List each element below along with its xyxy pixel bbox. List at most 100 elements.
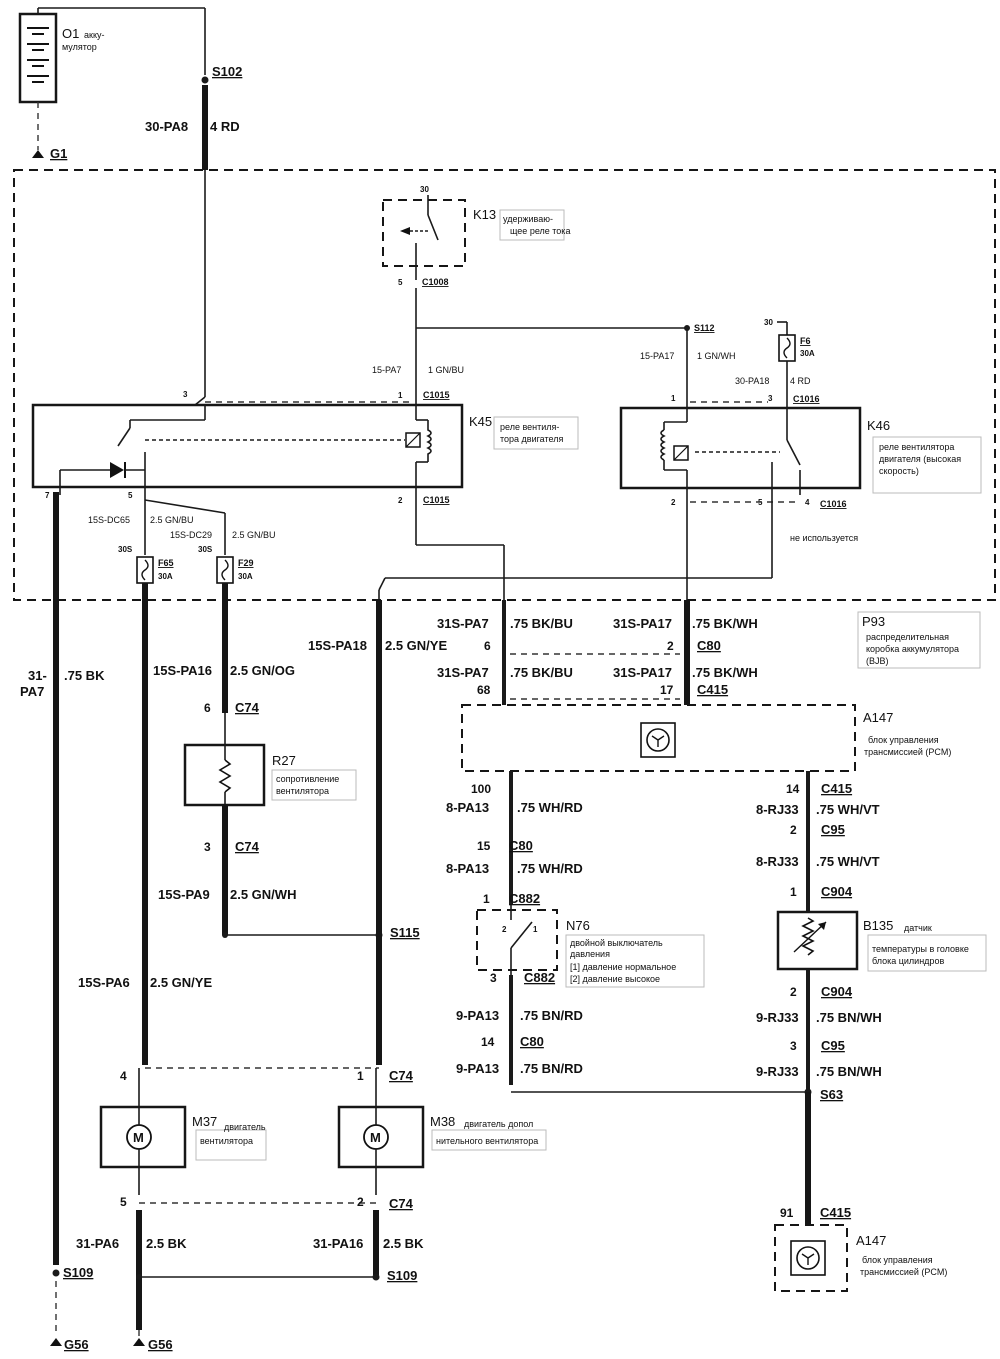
note-unused: не используется bbox=[790, 533, 858, 543]
n76-desc: двойной выключатель bbox=[570, 938, 663, 948]
wire-pa13-b-code: 8-PA13 bbox=[446, 861, 489, 876]
wire-pa6-spec: 2.5 GN/YE bbox=[150, 975, 212, 990]
node-s102: S102 bbox=[212, 64, 242, 79]
n76-desc: [1] давление нормальное bbox=[570, 962, 676, 972]
wire-pa13-b-spec: .75 WH/RD bbox=[517, 861, 583, 876]
wire-k46-coil-code: 15-PA17 bbox=[640, 351, 674, 361]
a147-bottom-desc: трансмиссией (PCM) bbox=[860, 1267, 947, 1277]
pin-68: 68 bbox=[477, 683, 491, 697]
conn-c74-d: C74 bbox=[389, 1196, 414, 1211]
conn-c80-c: C80 bbox=[520, 1034, 544, 1049]
conn-c74-a: C74 bbox=[235, 700, 260, 715]
n76-sw-2: 2 bbox=[502, 925, 507, 934]
a147-bottom-id: A147 bbox=[856, 1233, 886, 1248]
conn-c415-c: C415 bbox=[820, 1205, 851, 1220]
ground-symbol bbox=[133, 1338, 145, 1346]
wire-pa13-d-code: 9-PA13 bbox=[456, 1061, 499, 1076]
f65-id: F65 bbox=[158, 558, 174, 568]
conn-c1015-b: C1015 bbox=[423, 495, 450, 505]
c80-pin-15: 15 bbox=[477, 839, 491, 853]
m38-pin-1: 1 bbox=[357, 1069, 364, 1083]
k45-pin-3: 3 bbox=[183, 390, 188, 399]
c882-pin-3: 3 bbox=[490, 971, 497, 985]
battery-desc: мулятор bbox=[62, 42, 97, 52]
c95-pin-2: 2 bbox=[790, 823, 797, 837]
b135-desc: блока цилиндров bbox=[872, 956, 944, 966]
conn-c1016-a: C1016 bbox=[793, 394, 820, 404]
b135-desc: температуры в головке bbox=[872, 944, 969, 954]
wire-pa17-top-spec: .75 BK/WH bbox=[692, 616, 758, 631]
wire-pa18-spec: 2.5 GN/YE bbox=[385, 638, 447, 653]
pcm-pin-91: 91 bbox=[780, 1206, 794, 1220]
c904-pin-2: 2 bbox=[790, 985, 797, 999]
wire-rj33-b-spec: .75 WH/VT bbox=[816, 854, 880, 869]
battery-o1: O1 акку- мулятор G1 bbox=[18, 7, 205, 161]
conn-c882-b: C882 bbox=[524, 970, 555, 985]
wire-m37-gnd-code: 31-PA6 bbox=[76, 1236, 119, 1251]
pin-6: 6 bbox=[484, 639, 491, 653]
k46-pin-1: 1 bbox=[671, 394, 676, 403]
wire-pa16-code: 15S-PA16 bbox=[153, 663, 212, 678]
m38-pin-2: 2 bbox=[357, 1195, 364, 1209]
f6-pin: 30 bbox=[764, 318, 773, 327]
switch-n76: 2 1 N76 двойной выключатель давления [1]… bbox=[476, 905, 705, 988]
wire-pa7-bot-code: 31S-PA7 bbox=[437, 665, 489, 680]
relay-k45: 3 1 C1015 K45 реле вентиля- тора двигате… bbox=[31, 390, 579, 505]
battery-desc: акку- bbox=[84, 30, 104, 40]
node-g56-right: G56 bbox=[148, 1337, 173, 1352]
wire-rj33-a-code: 8-RJ33 bbox=[756, 802, 799, 817]
wire-m38-gnd-code: 31-PA16 bbox=[313, 1236, 363, 1251]
wire-pa7-top-spec: .75 BK/BU bbox=[510, 616, 573, 631]
k46-desc: скорость) bbox=[879, 466, 919, 476]
b135-id: B135 bbox=[863, 918, 893, 933]
c80-pin-14: 14 bbox=[481, 1035, 495, 1049]
k46-pin-2: 2 bbox=[671, 498, 676, 507]
m37-desc: вентилятора bbox=[200, 1136, 253, 1146]
conn-c415-a: C415 bbox=[697, 682, 728, 697]
k13-desc: удерживаю- bbox=[503, 214, 553, 224]
c74-pin-3: 3 bbox=[204, 840, 211, 854]
wire-k45-coil-spec: 1 GN/BU bbox=[428, 365, 464, 375]
wire-bat-code: 30-PA8 bbox=[145, 119, 188, 134]
m38-id: M38 bbox=[430, 1114, 455, 1129]
battery-id: O1 bbox=[62, 26, 79, 41]
wire-pa17-top-code: 31S-PA17 bbox=[613, 616, 672, 631]
k46-desc: реле вентилятора bbox=[879, 442, 954, 452]
r27-desc: вентилятора bbox=[276, 786, 329, 796]
resistor-r27: R27 сопротивление вентилятора bbox=[183, 713, 357, 807]
p93-desc: распределительная bbox=[866, 632, 949, 642]
node-s115: S115 bbox=[390, 925, 420, 940]
k45-desc: реле вентиля- bbox=[500, 422, 559, 432]
motor-m37: M M37 двигатель вентилятора bbox=[99, 1068, 267, 1195]
conn-c74-c: C74 bbox=[389, 1068, 414, 1083]
wire-pa9-code: 15S-PA9 bbox=[158, 887, 210, 902]
wire-dc65-code: 15S-DC65 bbox=[88, 515, 130, 525]
node-s112: S112 bbox=[694, 323, 715, 333]
wire-pa16-spec: 2.5 GN/OG bbox=[230, 663, 295, 678]
m37-desc: двигатель bbox=[224, 1122, 266, 1132]
conn-c415-b: C415 bbox=[821, 781, 852, 796]
r27-desc: сопротивление bbox=[276, 774, 339, 784]
wire-k46-feed-spec: 4 RD bbox=[790, 376, 811, 386]
wire-pa6-code: 15S-PA6 bbox=[78, 975, 130, 990]
k13-desc: щее реле тока bbox=[510, 226, 570, 236]
k45-pin-2: 2 bbox=[398, 496, 403, 505]
conn-c95-b: C95 bbox=[821, 1038, 845, 1053]
ground-symbol bbox=[32, 150, 44, 158]
m38-desc: нительного вентилятора bbox=[436, 1136, 538, 1146]
sensor-b135: B135 датчик температуры в головке блока … bbox=[776, 910, 987, 972]
relay-k46: 1 3 C1016 K46 реле вентилятора двигателя… bbox=[619, 394, 982, 543]
m38-desc: двигатель допол bbox=[464, 1119, 533, 1129]
k13-pin-5: 5 bbox=[398, 278, 403, 287]
a147-top-desc: блок управления bbox=[868, 735, 939, 745]
wire-pa13-a-code: 8-PA13 bbox=[446, 800, 489, 815]
wire-m38-gnd-spec: 2.5 BK bbox=[383, 1236, 424, 1251]
p93-desc: коробка аккумулятора bbox=[866, 644, 959, 654]
k46-id: K46 bbox=[867, 418, 890, 433]
wire-k45-coil-code: 15-PA7 bbox=[372, 365, 401, 375]
node-g56-left: G56 bbox=[64, 1337, 89, 1352]
m37-id: M37 bbox=[192, 1114, 217, 1129]
pcm-a147-bottom: A147 блок управления трансмиссией (PCM) bbox=[774, 1224, 947, 1292]
wire-dc29-code: 15S-DC29 bbox=[170, 530, 212, 540]
wire-rj33-d-spec: .75 BN/WH bbox=[816, 1064, 882, 1079]
